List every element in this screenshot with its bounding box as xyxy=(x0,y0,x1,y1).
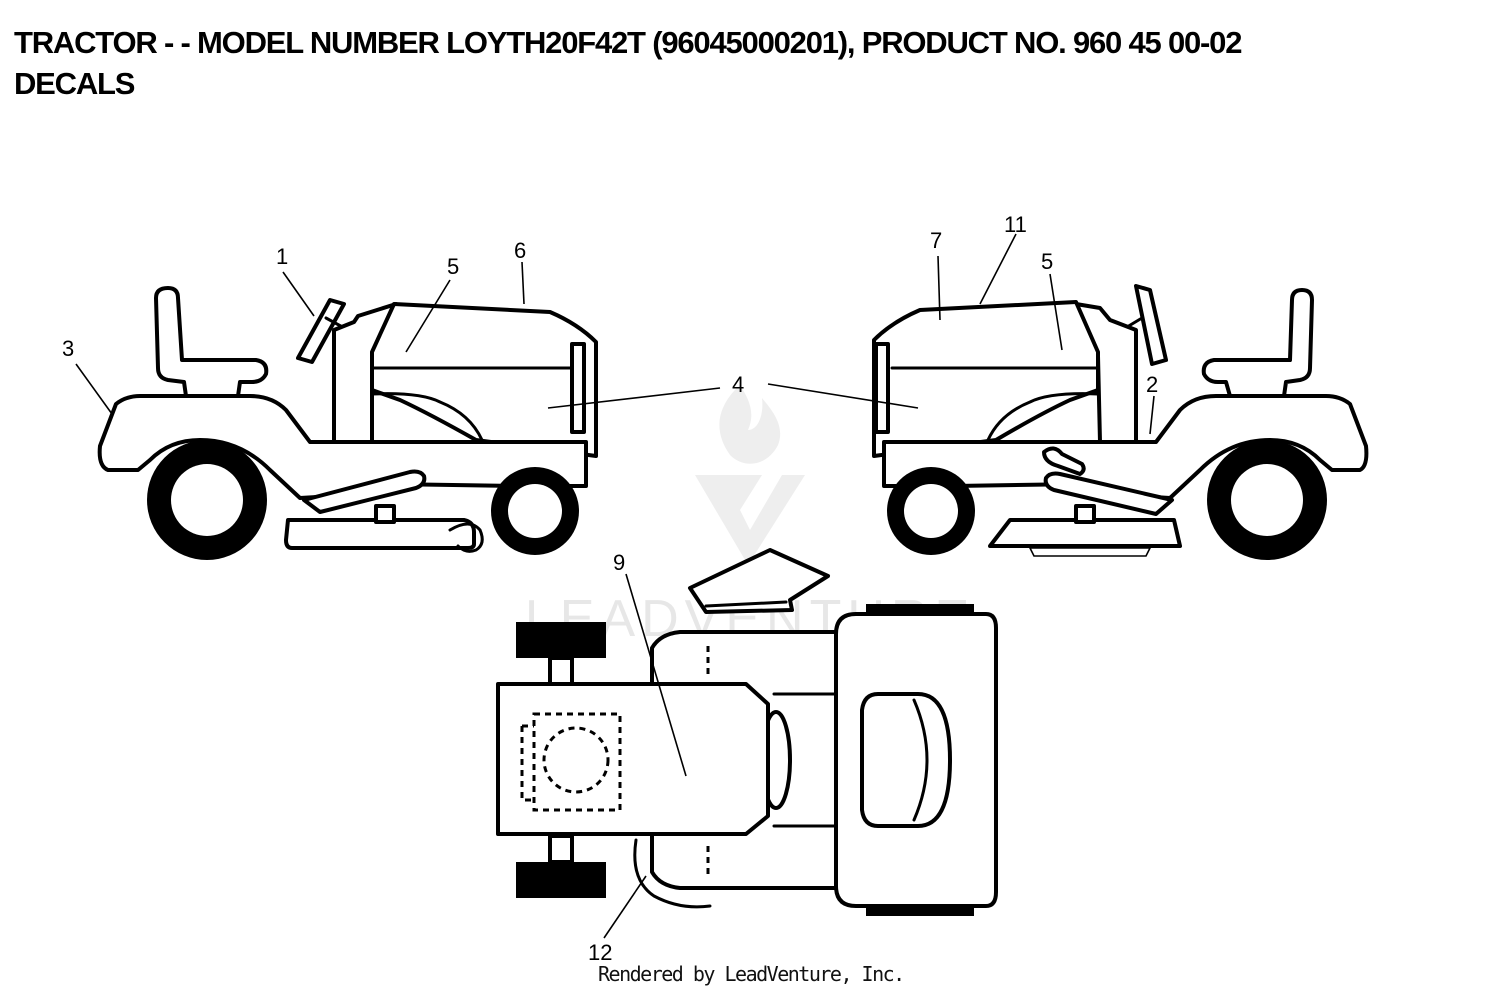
title-line-2: DECALS xyxy=(14,66,135,101)
tractor-left-side-view xyxy=(97,286,598,560)
leader-lines xyxy=(75,233,1155,939)
watermark-v-icon xyxy=(695,475,805,565)
callout-labels: 1 2 3 4 5 5 6 7 9 11 12 xyxy=(62,212,1158,965)
callout-11: 11 xyxy=(1004,212,1027,237)
callout-9: 9 xyxy=(613,550,625,575)
title-line-1: TRACTOR - - MODEL NUMBER LOYTH20F42T (96… xyxy=(14,25,1242,60)
callout-7: 7 xyxy=(930,228,942,253)
callout-2: 2 xyxy=(1146,372,1158,397)
callout-12: 12 xyxy=(588,940,612,965)
callout-5-right: 5 xyxy=(1041,249,1053,274)
callout-3: 3 xyxy=(62,336,74,361)
page-title: TRACTOR - - MODEL NUMBER LOYTH20F42T (96… xyxy=(14,22,1242,104)
callout-1: 1 xyxy=(276,244,288,269)
callout-4: 4 xyxy=(732,372,744,397)
tractor-top-view xyxy=(496,548,998,916)
footer-credit: Rendered by LeadVenture, Inc. xyxy=(598,962,905,986)
tractor-right-side-view xyxy=(872,284,1369,560)
watermark-flame-icon xyxy=(719,385,781,464)
callout-6: 6 xyxy=(514,238,526,263)
callout-5-left: 5 xyxy=(447,254,459,279)
